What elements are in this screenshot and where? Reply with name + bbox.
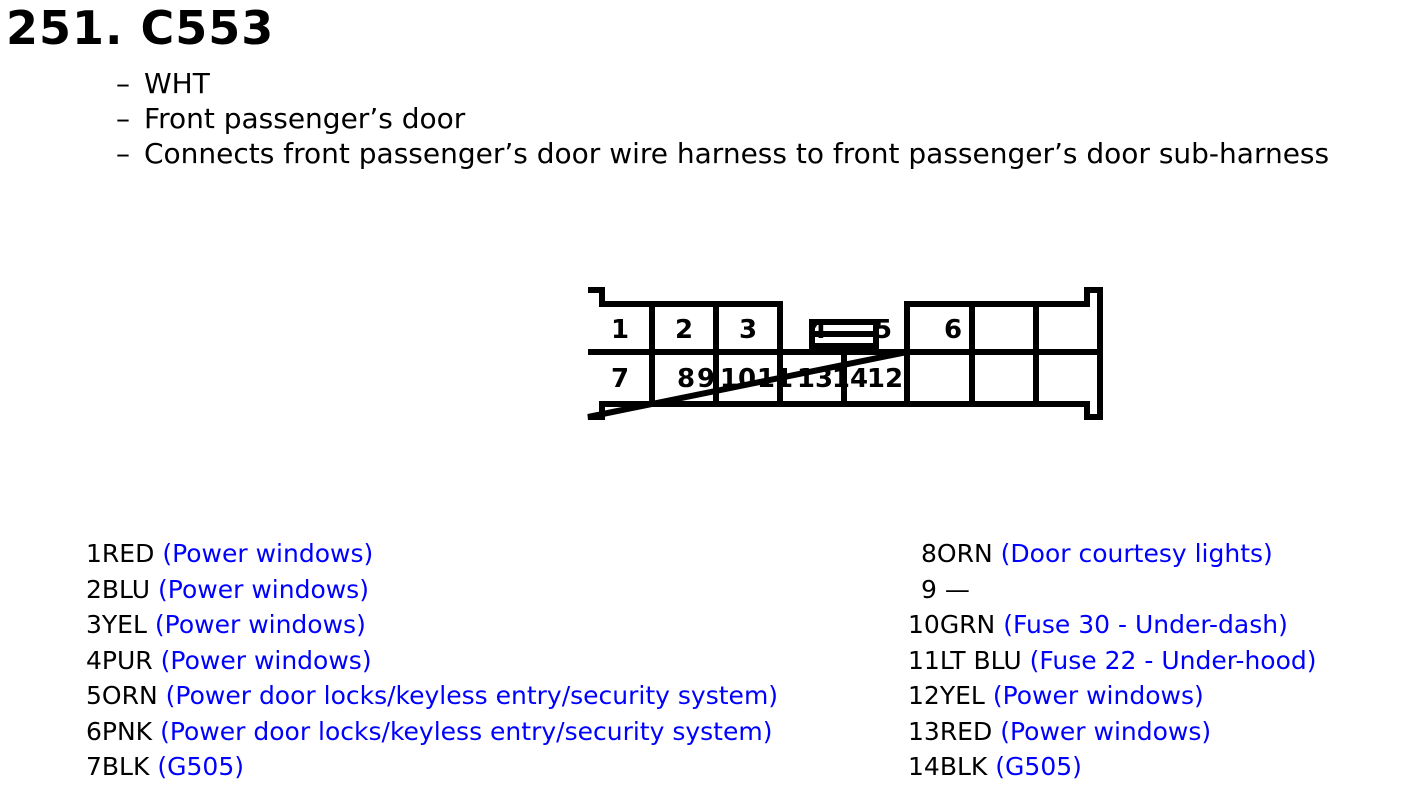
pin-number: 1 — [86, 539, 102, 568]
dash: – — [116, 102, 130, 135]
pin-item: 4PUR(Power windows) — [86, 643, 778, 679]
cavity-label: 7 — [611, 364, 629, 394]
pin-wire-color: GRN — [939, 610, 996, 639]
cavity-label: 8 — [677, 364, 695, 394]
pin-circuit: (Power windows) — [158, 574, 369, 604]
cavity-label: 12 — [867, 364, 903, 394]
pin-item: 3YEL(Power windows) — [86, 607, 778, 643]
pin-circuit: (Door courtesy lights) — [1000, 539, 1273, 568]
pin-number: 13 — [908, 716, 940, 746]
cavity-label: 3 — [739, 315, 757, 345]
pin-item: 8ORN(Door courtesy lights) — [908, 536, 1317, 572]
pin-wire-color: BLK — [101, 752, 150, 781]
pin-number: 10 — [908, 610, 940, 639]
pin-circuit: (Fuse 22 - Under-hood) — [1029, 645, 1317, 675]
pin-number: 12 — [908, 681, 940, 710]
pin-wire-color: PUR — [101, 645, 153, 675]
pin-item: 14BLK(G505) — [908, 749, 1317, 785]
cavity-label: 11 — [757, 364, 793, 394]
pin-circuit: (G505) — [995, 752, 1082, 781]
pin-number: 3 — [86, 610, 102, 639]
cavity-label: 6 — [944, 315, 962, 345]
connector-details: –WHT –Front passenger’s door –Connects f… — [116, 66, 1329, 171]
pin-circuit: (Power door locks/keyless entry/security… — [160, 716, 773, 746]
pin-wire-color: RED — [939, 716, 993, 746]
pin-wire-color: YEL — [939, 681, 985, 710]
pin-number: 9 — [921, 574, 937, 604]
pin-number: 8 — [921, 539, 937, 568]
detail-text: Connects front passenger’s door wire har… — [144, 137, 1330, 170]
pin-number: 6 — [86, 716, 102, 746]
pin-wire-color: BLK — [939, 752, 988, 781]
detail-text: Front passenger’s door — [144, 102, 466, 135]
cavity-label: 14 — [832, 364, 868, 394]
pin-circuit: (Power windows) — [160, 645, 372, 675]
pin-wire-color: PNK — [101, 716, 153, 746]
connector-housing-outline — [587, 287, 1103, 420]
pin-wire-color: BLU — [101, 574, 151, 604]
pin-wire-color: RED — [101, 539, 155, 568]
cavity-label: 9 — [697, 364, 715, 394]
pin-item: 13RED(Power windows) — [908, 714, 1317, 750]
cavity-label: 2 — [675, 315, 693, 345]
pin-wire-color: ORN — [936, 539, 993, 568]
dash: – — [116, 137, 130, 170]
pin-item: 9 — — [908, 572, 1317, 608]
pin-number: 11 — [908, 645, 940, 675]
pin-item: 6PNK(Power door locks/keyless entry/secu… — [86, 714, 778, 750]
pin-circuit: (Power door locks/keyless entry/security… — [165, 681, 779, 710]
pin-number: 14 — [908, 752, 940, 781]
connector-face-diagram: 1 2 3 4 5 6 7 8 9 10 11 13 14 12 — [587, 287, 1103, 420]
pin-list-right: 8ORN(Door courtesy lights) 9 — 10GRN(Fus… — [908, 536, 1317, 785]
detail-location: –Front passenger’s door — [116, 101, 1329, 136]
pin-item: 10GRN(Fuse 30 - Under-dash) — [908, 607, 1317, 643]
pin-item: 7BLK(G505) — [86, 749, 778, 785]
pin-number: 4 — [86, 645, 102, 675]
pin-circuit: (Power windows) — [154, 610, 366, 639]
pin-item: 1RED(Power windows) — [86, 536, 778, 572]
pin-item: 11LT BLU(Fuse 22 - Under-hood) — [908, 643, 1317, 679]
pin-item: 2BLU(Power windows) — [86, 572, 778, 608]
page-title: 251. C553 — [6, 1, 275, 55]
pin-number: 2 — [86, 574, 102, 604]
pin-item: 5ORN(Power door locks/keyless entry/secu… — [86, 678, 778, 714]
pin-item: 12YEL(Power windows) — [908, 678, 1317, 714]
pin-circuit: (Power windows) — [992, 681, 1204, 710]
pin-wire-color: YEL — [101, 610, 147, 639]
pin-wire-color: LT BLU — [939, 645, 1022, 675]
cavity-label: 1 — [611, 315, 629, 345]
detail-connects: –Connects front passenger’s door wire ha… — [116, 136, 1329, 171]
pin-wire-color: ORN — [101, 681, 158, 710]
pin-number: 7 — [86, 752, 102, 781]
pin-wire-color: — — [936, 574, 970, 604]
pin-number: 5 — [86, 681, 102, 710]
detail-text: WHT — [144, 67, 210, 100]
pin-circuit: (G505) — [157, 752, 244, 781]
cavity-label: 4 — [809, 315, 827, 345]
detail-color: –WHT — [116, 66, 1329, 101]
pin-list-left: 1RED(Power windows) 2BLU(Power windows) … — [86, 536, 778, 785]
pin-circuit: (Power windows) — [1000, 716, 1212, 746]
pin-circuit: (Power windows) — [162, 539, 374, 568]
cavity-label: 5 — [874, 315, 892, 345]
cavity-label: 10 — [720, 364, 756, 394]
pin-circuit: (Fuse 30 - Under-dash) — [1003, 610, 1288, 639]
cavity-label: 13 — [797, 364, 833, 394]
dash: – — [116, 67, 130, 100]
